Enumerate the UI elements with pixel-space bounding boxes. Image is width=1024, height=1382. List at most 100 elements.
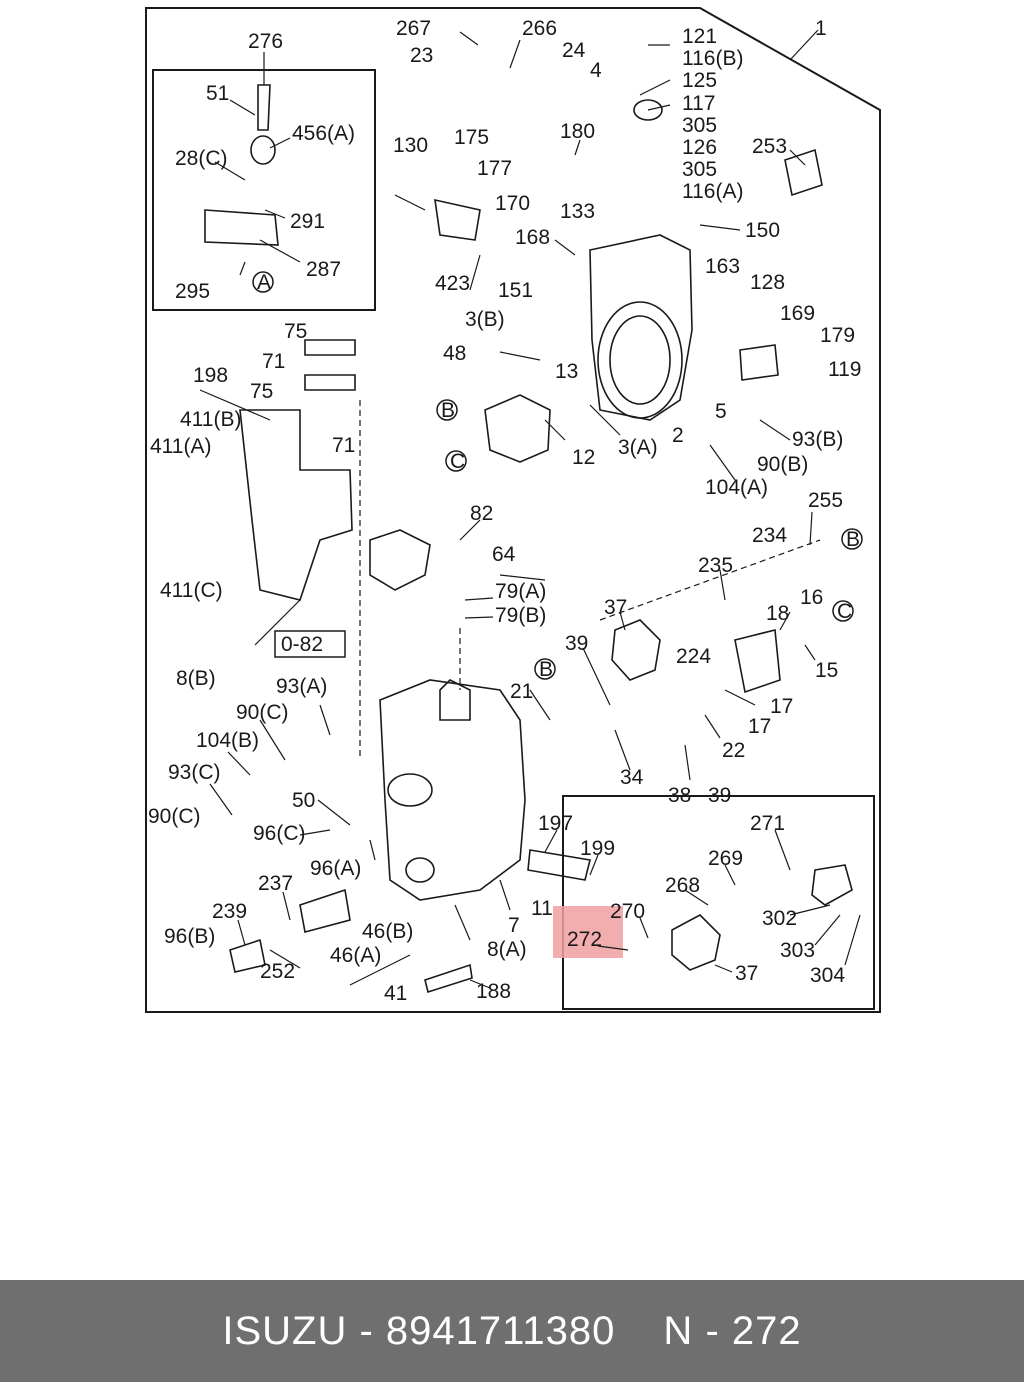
part-label: 252 — [260, 960, 295, 983]
part-label: 16 — [800, 586, 823, 609]
part-label: 237 — [258, 872, 293, 895]
part-label: 79(A) — [495, 580, 546, 603]
part-label: 271 — [750, 812, 785, 835]
part-label: 96(A) — [310, 857, 361, 880]
inset-note-box — [274, 630, 346, 658]
callout-letter: B — [441, 399, 455, 422]
part-label: 199 — [580, 837, 615, 860]
footer-separator: - — [359, 1308, 374, 1353]
part-label: 197 — [538, 812, 573, 835]
part-label: 179 — [820, 324, 855, 347]
part-label: 96(C) — [253, 822, 306, 845]
part-label: 151 — [498, 279, 533, 302]
exploded-parts-diagram: A B C B C B 0-82 276 51 456(A) 28(C) 291… — [145, 7, 881, 1013]
part-label: 121 — [682, 25, 717, 48]
highlight-part-272[interactable] — [553, 906, 623, 958]
part-label: 3(B) — [465, 308, 505, 331]
part-label: 234 — [752, 524, 787, 547]
part-label: 71 — [262, 350, 285, 373]
part-label: 304 — [810, 964, 845, 987]
part-label: 15 — [815, 659, 838, 682]
part-label: 276 — [248, 30, 283, 53]
part-label: 5 — [715, 400, 727, 423]
inset-note: 0-82 — [281, 633, 323, 656]
part-label: 295 — [175, 280, 210, 303]
part-label: 34 — [620, 766, 644, 789]
part-label: 180 — [560, 120, 595, 143]
part-label: 302 — [762, 907, 797, 930]
part-label: 235 — [698, 554, 733, 577]
part-label: 104(B) — [196, 729, 259, 752]
part-label: 46(A) — [330, 944, 381, 967]
part-label: 8(A) — [487, 938, 527, 961]
part-label: 177 — [477, 157, 512, 180]
part-label: 17 — [770, 695, 793, 718]
part-label: 411(B) — [180, 408, 241, 431]
inset-bottom-right — [562, 795, 875, 1010]
part-label: 224 — [676, 645, 711, 668]
part-label: 130 — [393, 134, 428, 157]
part-label: 104(A) — [705, 476, 768, 499]
part-label: 37 — [735, 962, 758, 985]
part-label: 255 — [808, 489, 843, 512]
part-label: 8(B) — [176, 667, 216, 690]
part-label: 175 — [454, 126, 489, 149]
part-label: 287 — [306, 258, 341, 281]
part-label: 168 — [515, 226, 550, 249]
part-label: 64 — [492, 543, 516, 566]
part-label: 4 — [590, 59, 602, 82]
callout-letters: A B C B C B — [257, 271, 860, 681]
part-label: 7 — [508, 914, 520, 937]
part-label: 37 — [604, 596, 627, 619]
part-label: 272 — [567, 928, 602, 951]
position-separator: - — [705, 1308, 720, 1353]
part-label: 305 — [682, 114, 717, 137]
part-label: 90(C) — [148, 805, 201, 828]
part-label: 93(A) — [276, 675, 327, 698]
part-label: 41 — [384, 982, 407, 1005]
part-label: 17 — [748, 715, 771, 738]
part-label: 96(B) — [164, 925, 215, 948]
part-label: 305 — [682, 158, 717, 181]
part-labels: 276 51 456(A) 28(C) 291 287 295 267 266 … — [148, 17, 861, 1005]
part-label: 11 — [531, 897, 553, 920]
callout-letter: A — [257, 271, 271, 294]
part-label: 198 — [193, 364, 228, 387]
part-label: 117 — [682, 92, 715, 115]
part-label: 46(B) — [362, 920, 413, 943]
part-label: 267 — [396, 17, 431, 40]
part-label: 24 — [562, 39, 586, 62]
leader-lines — [199, 29, 861, 989]
part-label: 163 — [705, 255, 740, 278]
part-number: 8941711380 — [385, 1308, 616, 1353]
part-label: 411(C) — [160, 579, 223, 602]
callout-letter: C — [450, 450, 465, 473]
callout-letter: B — [539, 658, 553, 681]
position-number: 272 — [731, 1308, 802, 1353]
part-label: 22 — [722, 739, 745, 762]
callout-letter: C — [837, 600, 852, 623]
diagram-frame — [145, 7, 881, 1013]
part-label: 3(A) — [618, 436, 658, 459]
part-label: 28(C) — [175, 147, 228, 170]
part-label: 75 — [284, 320, 307, 343]
part-label: 82 — [470, 502, 493, 525]
part-label: 116(A) — [682, 180, 743, 203]
part-label: 266 — [522, 17, 557, 40]
part-label: 79(B) — [495, 604, 546, 627]
part-label: 18 — [766, 602, 789, 625]
part-label: 75 — [250, 380, 273, 403]
part-label: 253 — [752, 135, 787, 158]
part-label: 93(C) — [168, 761, 221, 784]
part-label: 38 — [668, 784, 691, 807]
part-label: 116(B) — [682, 47, 743, 70]
part-label: 125 — [682, 69, 717, 92]
part-label: 48 — [443, 342, 466, 365]
part-label: 2 — [672, 424, 684, 447]
part-label: 119 — [828, 358, 861, 381]
part-label: 23 — [410, 44, 433, 67]
part-label: 188 — [476, 980, 511, 1003]
part-label: 239 — [212, 900, 247, 923]
part-label: 90(C) — [236, 701, 289, 724]
part-label: 126 — [682, 136, 717, 159]
